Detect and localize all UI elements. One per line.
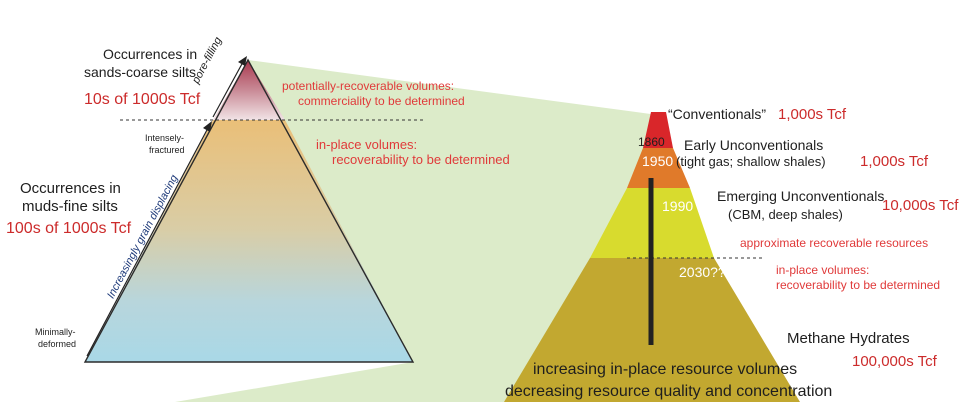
intensely-fractured-line2: fractured [149,145,185,155]
right-pyramid [504,112,800,402]
conventionals-label: “Conventionals” [668,106,767,122]
emerging-label-line1: Emerging Unconventionals [717,188,885,204]
conventionals-volume: 1,000s Tcf [778,106,847,123]
intensely-fractured-line1: Intensely- [145,133,185,143]
grain-displacing-arrowhead [203,121,212,132]
hydrates-label: Methane Hydrates [787,330,910,347]
left-pyramid-main [85,120,413,362]
sands-label-line1: Occurrences in [103,46,198,62]
muds-label-line1: Occurrences in [20,180,121,197]
emerging-volume: 10,000s Tcf [882,197,959,214]
tier-early [627,148,690,188]
year-1990: 1990 [662,198,694,214]
left-pyramid [83,56,425,363]
emerging-label-line2: (CBM, deep shales) [728,207,843,222]
minimally-deformed-line1: Minimally- [35,327,76,337]
sands-label-line2: sands-coarse silts [84,64,197,80]
muds-volume: 100s of 1000s Tcf [6,220,132,237]
muds-label-line2: muds-fine silts [22,198,118,215]
inplace-note-line1: in-place volumes: [316,137,418,152]
inplace-note-line2: recoverability to be determined [332,152,510,167]
hydrates-volume: 100,000s Tcf [852,353,937,370]
sands-volume: 10s of 1000s Tcf [84,91,201,108]
tier-conventionals [643,112,673,148]
early-volume: 1,000s Tcf [860,153,929,170]
early-label-line2: (tight gas; shallow shales) [676,154,826,169]
recoverable-note-line2: commerciality to be determined [298,94,465,108]
recoverable-note-line1: potentially-recoverable volumes: [282,79,455,93]
approx-recoverable-label: approximate recoverable resources [740,236,929,250]
bottom-line-1: increasing in-place resource volumes [533,361,798,378]
right-inplace-note-line1: in-place volumes: [776,263,870,277]
grain-displacing-arrow [86,127,209,357]
year-1950: 1950 [642,153,674,169]
left-pyramid-outline [83,58,415,363]
early-label-line1: Early Unconventionals [684,137,824,153]
pore-filling-arrowhead [238,56,247,66]
year-1860: 1860 [638,135,665,149]
bottom-line-2: decreasing resource quality and concentr… [505,383,833,400]
pore-filling-arrow [212,61,244,118]
left-pyramid-top [213,60,285,120]
year-2030: 2030?? [679,264,726,280]
minimally-deformed-line2: deformed [38,339,77,349]
right-inplace-note-line2: recoverability to be determined [776,278,941,292]
